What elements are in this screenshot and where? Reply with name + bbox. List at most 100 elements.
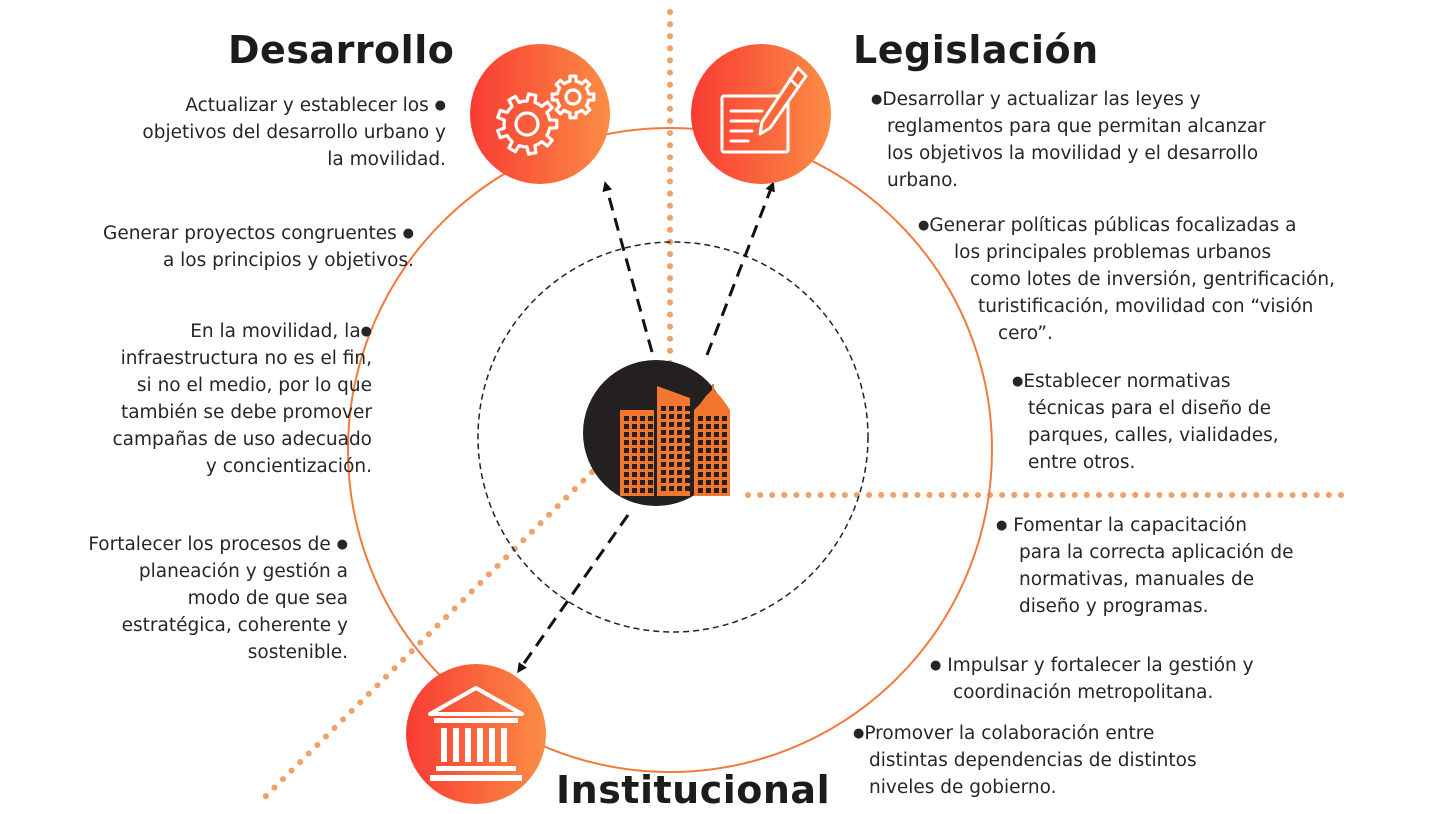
building-window — [669, 414, 674, 419]
building-window — [648, 472, 653, 477]
building-window — [685, 486, 690, 491]
building-window — [677, 430, 682, 435]
building-window — [648, 448, 653, 453]
building-window — [661, 414, 666, 419]
arrow-to-legislacion — [705, 181, 775, 356]
inner-dashed-ring — [477, 241, 869, 633]
building-window — [661, 486, 666, 491]
building-window — [669, 438, 674, 443]
building-window — [632, 488, 637, 493]
building-window — [648, 488, 653, 493]
bullet-icon: ● — [360, 324, 372, 339]
dotted-dividers — [259, 9, 1351, 803]
building-window — [714, 480, 719, 485]
institution-building-icon — [428, 686, 524, 781]
legislacion-badge — [691, 44, 831, 184]
building-window — [698, 424, 703, 429]
building-window — [624, 472, 629, 477]
arrow-to-desarrollo — [602, 181, 654, 353]
building-window — [669, 462, 674, 467]
building-window — [706, 440, 711, 445]
building-window — [632, 416, 637, 421]
outer-ring — [347, 127, 993, 773]
institucional-item: ● Impulsar y fortalecer la gestión y coo… — [930, 652, 1254, 706]
building-window — [722, 456, 727, 461]
building-window — [648, 424, 653, 429]
building-window — [624, 488, 629, 493]
building-window — [714, 424, 719, 429]
bullet-icon: ● — [336, 537, 348, 552]
building-window — [640, 448, 645, 453]
building-window — [632, 456, 637, 461]
building-window — [698, 448, 703, 453]
building-window — [669, 406, 674, 411]
building-window — [640, 464, 645, 469]
building-window — [669, 422, 674, 427]
building-window — [714, 472, 719, 477]
desarrollo-item: Fortalecer los procesos de ● planeación … — [88, 531, 348, 666]
building-window — [698, 440, 703, 445]
bullet-icon: ● — [1012, 374, 1024, 389]
building-window — [661, 406, 666, 411]
building-window — [685, 446, 690, 451]
building-window — [661, 438, 666, 443]
divider-diagonal — [259, 469, 595, 803]
building-window — [722, 472, 727, 477]
building-window — [640, 480, 645, 485]
building-window — [669, 454, 674, 459]
desarrollo-item: Actualizar y establecer los ● objetivos … — [142, 92, 446, 173]
building-window — [632, 472, 637, 477]
building-window — [648, 480, 653, 485]
desarrollo-item: En la movilidad, la● infraestructura no … — [112, 318, 372, 480]
title-institucional: Institucional — [556, 768, 831, 812]
building-window — [714, 432, 719, 437]
building-window — [677, 406, 682, 411]
building-window — [698, 464, 703, 469]
institucional-item: ● Fomentar la capacitación para la corre… — [996, 512, 1293, 620]
building-window — [669, 478, 674, 483]
building-window — [685, 462, 690, 467]
building-window — [648, 432, 653, 437]
building-window — [640, 472, 645, 477]
building-window — [661, 478, 666, 483]
title-legislacion: Legislación — [853, 28, 1099, 72]
building-window — [706, 480, 711, 485]
building-window — [661, 462, 666, 467]
building-window — [677, 454, 682, 459]
building-window — [648, 464, 653, 469]
building-window — [677, 438, 682, 443]
bullet-icon: ● — [871, 92, 883, 107]
building-window — [624, 480, 629, 485]
title-desarrollo: Desarrollo — [228, 28, 455, 72]
building-window — [648, 416, 653, 421]
building-window — [632, 432, 637, 437]
building-window — [722, 464, 727, 469]
building-window — [640, 432, 645, 437]
building-window — [698, 432, 703, 437]
building-window — [661, 430, 666, 435]
building-window — [669, 486, 674, 491]
building-window — [624, 456, 629, 461]
building-window — [714, 464, 719, 469]
building-window — [706, 464, 711, 469]
building-window — [624, 464, 629, 469]
building-window — [706, 416, 711, 421]
building-window — [640, 424, 645, 429]
building-window — [722, 424, 727, 429]
building-window — [706, 456, 711, 461]
building-window — [698, 456, 703, 461]
bullet-icon: ● — [402, 226, 414, 241]
legislacion-item: ●Desarrollar y actualizar las leyes y re… — [871, 86, 1266, 194]
legislacion-item: ●Generar políticas públicas focalizadas … — [918, 212, 1335, 347]
building-window — [685, 430, 690, 435]
document-pen-icon — [720, 66, 808, 154]
arrows — [517, 181, 775, 674]
building-window — [685, 438, 690, 443]
desarrollo-item: Generar proyectos congruentes ● a los pr… — [103, 220, 414, 274]
building-window — [669, 470, 674, 475]
building-window — [722, 440, 727, 445]
building-window — [624, 432, 629, 437]
building-window — [698, 472, 703, 477]
building-window — [640, 440, 645, 445]
